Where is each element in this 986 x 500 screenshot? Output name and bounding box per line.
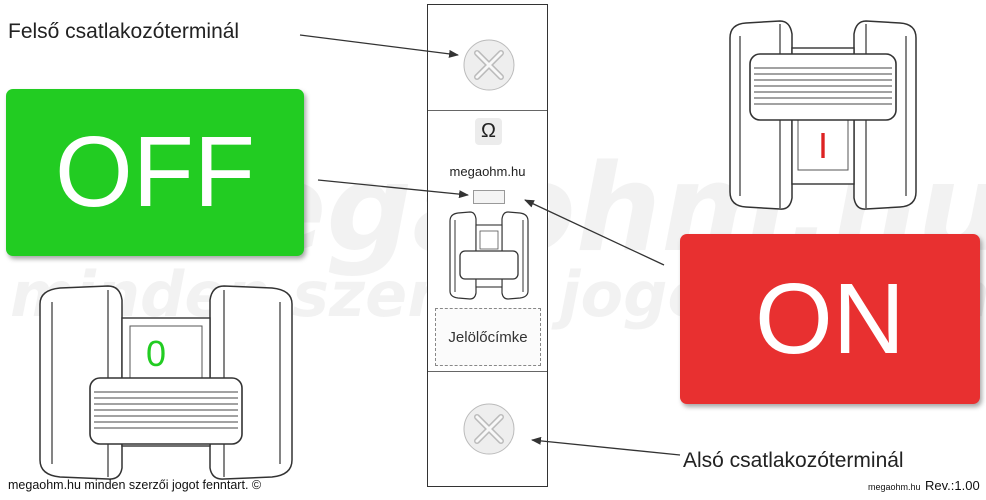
lever-on-illustration: I	[729, 20, 917, 210]
footer-copyright: megaohm.hu minden szerzői jogot fenntart…	[8, 478, 262, 492]
top-terminal-label: Felső csatlakozóterminál	[8, 20, 240, 43]
breaker-brand: megaohm.hu	[449, 164, 526, 179]
footer-brand-small: megaohm.hu	[868, 482, 921, 492]
lever-off-symbol: 0	[146, 333, 166, 374]
breaker-divider-bottom	[428, 371, 547, 372]
omega-logo-icon: Ω	[475, 118, 502, 145]
bottom-screw-icon	[463, 403, 515, 455]
arrow-off-indicator	[317, 179, 469, 199]
on-state-text: ON	[755, 262, 905, 375]
breaker-lever-icon	[449, 211, 529, 300]
arrow-bottom-terminal	[531, 436, 681, 456]
on-state-badge: ON	[680, 234, 980, 404]
bottom-terminal-label: Alsó csatlakozóterminál	[683, 449, 904, 472]
lever-on-symbol: I	[818, 125, 828, 166]
lever-off-illustration: 0	[39, 285, 293, 480]
off-state-badge: OFF	[6, 89, 304, 256]
revision-text: Rev.:1.00	[925, 478, 980, 493]
arrow-on-indicator	[524, 199, 665, 266]
status-indicator-window	[473, 190, 505, 204]
top-screw-icon	[463, 39, 515, 91]
arrow-top-terminal	[299, 34, 459, 58]
breaker-divider-top	[428, 110, 547, 111]
off-state-text: OFF	[55, 116, 255, 228]
marking-label-box: Jelölőcímke	[435, 308, 541, 366]
footer-revision: megaohm.hu Rev.:1.00	[868, 477, 980, 495]
circuit-breaker: Ω megaohm.hu Jelölőcímke	[427, 4, 548, 487]
